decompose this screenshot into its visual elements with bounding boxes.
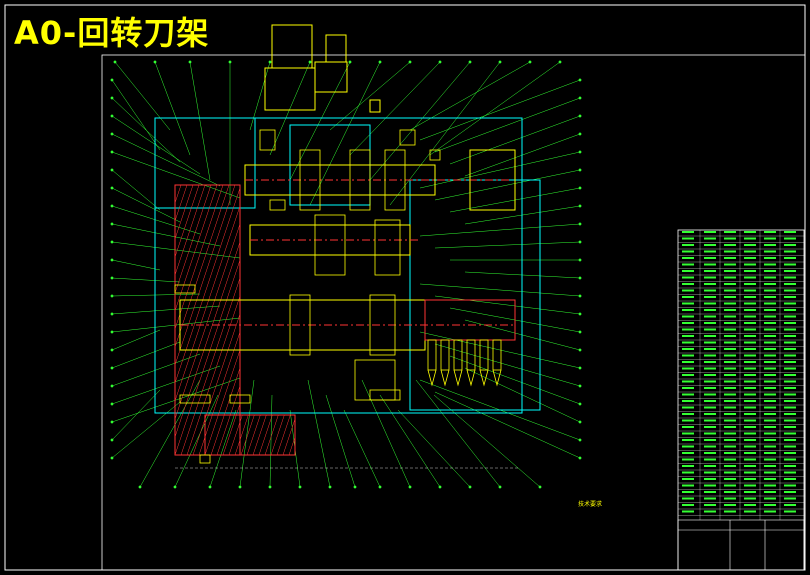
drawing-inner-frame — [101, 54, 806, 571]
tool-nozzles — [427, 339, 502, 387]
motor-top — [264, 24, 381, 113]
title-block — [677, 519, 805, 571]
technical-notes: 技术要求 — [566, 502, 676, 508]
drawing-title: A0-回转刀架 — [14, 14, 210, 52]
technical-notes-heading: 技术要求 — [578, 501, 603, 508]
parts-list-table — [677, 229, 805, 571]
fixtures — [174, 129, 441, 464]
housing — [154, 117, 541, 414]
gears — [289, 149, 406, 401]
leader-lines — [110, 60, 582, 489]
